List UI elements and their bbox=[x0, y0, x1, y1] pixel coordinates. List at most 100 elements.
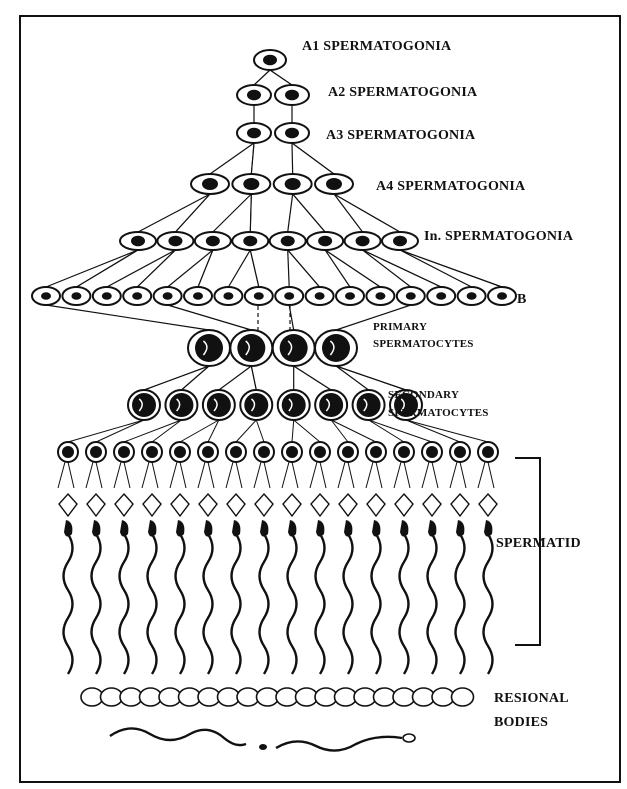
spermatid-column bbox=[142, 442, 162, 674]
cell-nucleus bbox=[282, 393, 306, 417]
intercellular-bridge bbox=[366, 462, 382, 488]
lineage-line bbox=[152, 420, 181, 442]
cell-nucleus bbox=[254, 292, 264, 300]
cell-nucleus bbox=[202, 178, 218, 190]
lineage-line bbox=[168, 305, 252, 330]
spermatid-nucleus bbox=[230, 446, 242, 458]
spermatid-nucleus bbox=[90, 446, 102, 458]
lineage-line bbox=[76, 250, 138, 287]
spermatid-nucleus bbox=[454, 446, 466, 458]
spermatid-bracket bbox=[515, 458, 540, 645]
lineage-line bbox=[46, 305, 209, 330]
intercellular-bridge bbox=[310, 462, 326, 488]
spermatid-columns bbox=[58, 442, 498, 674]
spermatid-tail bbox=[400, 534, 409, 674]
b-cell bbox=[458, 287, 486, 305]
label-a2: A2 SPERMATOGONIA bbox=[328, 85, 478, 100]
lineage-line bbox=[400, 250, 472, 287]
cell-nucleus bbox=[193, 292, 203, 300]
b-cell bbox=[184, 287, 212, 305]
elongating-spermatid bbox=[395, 494, 413, 516]
label-a1: A1 SPERMATOGONIA bbox=[302, 39, 452, 54]
lineage-line bbox=[292, 143, 293, 174]
cell-nucleus bbox=[244, 393, 268, 417]
cell-nucleus bbox=[195, 334, 223, 362]
spermatid-tail bbox=[204, 534, 213, 674]
a2-cell bbox=[237, 85, 271, 105]
lineage-line bbox=[96, 420, 144, 442]
cell-nucleus bbox=[284, 292, 294, 300]
lineage-line bbox=[288, 250, 320, 287]
cell-nucleus bbox=[322, 334, 350, 362]
elongating-spermatid bbox=[367, 494, 385, 516]
lineage-line bbox=[137, 250, 175, 287]
cell-nucleus bbox=[131, 236, 145, 247]
elongating-spermatid bbox=[423, 494, 441, 516]
elongating-spermatid bbox=[311, 494, 329, 516]
spermatid-tail bbox=[288, 534, 297, 674]
spermatid-column bbox=[114, 442, 134, 674]
primary-cell bbox=[188, 330, 230, 366]
lineage-line bbox=[254, 70, 270, 85]
spermatozoon-head bbox=[259, 744, 267, 750]
intercellular-bridge bbox=[254, 462, 270, 488]
lineage-line bbox=[175, 194, 210, 232]
spermatid-column bbox=[282, 442, 302, 674]
lineage-line bbox=[334, 194, 363, 232]
spermatid-nucleus bbox=[174, 446, 186, 458]
lineage-line bbox=[406, 420, 488, 442]
cell-nucleus bbox=[285, 128, 299, 139]
lineage-line bbox=[181, 366, 209, 390]
cell-nucleus bbox=[243, 178, 259, 190]
cell-nucleus bbox=[41, 292, 51, 300]
spermatid-nucleus bbox=[118, 446, 130, 458]
spermatid-nucleus bbox=[370, 446, 382, 458]
elongating-spermatid bbox=[143, 494, 161, 516]
in-cell bbox=[382, 232, 418, 250]
intercellular-bridge bbox=[58, 462, 74, 488]
spermatid-column bbox=[478, 442, 498, 674]
intercellular-bridge bbox=[114, 462, 130, 488]
lineage-line bbox=[46, 250, 138, 287]
lineage-line bbox=[325, 250, 380, 287]
cell-nucleus bbox=[315, 292, 325, 300]
lineage-line bbox=[369, 420, 404, 442]
in-cell bbox=[120, 232, 156, 250]
cell-nucleus bbox=[281, 236, 295, 247]
spermatid-nucleus bbox=[202, 446, 214, 458]
elongating-spermatid bbox=[227, 494, 245, 516]
spermatid-column bbox=[366, 442, 386, 674]
b-cell bbox=[154, 287, 182, 305]
secondary-cell bbox=[315, 390, 347, 420]
b-cell bbox=[32, 287, 60, 305]
label-secondary-line1: SECONDARY bbox=[388, 389, 459, 401]
lineage-line bbox=[144, 366, 209, 390]
lineage-line bbox=[256, 420, 264, 442]
lineage-line bbox=[334, 194, 400, 232]
cell-nucleus bbox=[132, 393, 156, 417]
spermatid-tail bbox=[176, 534, 185, 674]
in-cell bbox=[195, 232, 231, 250]
cell-nucleus bbox=[285, 90, 299, 101]
label-spermatid: SPERMATID bbox=[496, 536, 581, 551]
elongating-spermatid bbox=[451, 494, 469, 516]
label-intermediate: In. SPERMATOGONIA bbox=[424, 229, 574, 244]
intercellular-bridge bbox=[142, 462, 158, 488]
spermatid-tail bbox=[484, 534, 493, 674]
b-cell bbox=[93, 287, 121, 305]
b-cell bbox=[397, 287, 425, 305]
lineage-line bbox=[292, 143, 334, 174]
lineage-line bbox=[406, 420, 460, 442]
spermatid-column bbox=[198, 442, 218, 674]
lineage-line bbox=[251, 143, 254, 174]
lineage-lines bbox=[46, 70, 502, 442]
label-residual-line2: BODIES bbox=[494, 715, 548, 730]
secondary-cell bbox=[240, 390, 272, 420]
cell-nucleus bbox=[132, 292, 142, 300]
lineage-line bbox=[369, 420, 432, 442]
lineage-line bbox=[336, 366, 369, 390]
residual-bodies bbox=[81, 688, 474, 751]
intercellular-bridge bbox=[422, 462, 438, 488]
a1-cell bbox=[254, 50, 286, 70]
spermatid-tail bbox=[344, 534, 353, 674]
